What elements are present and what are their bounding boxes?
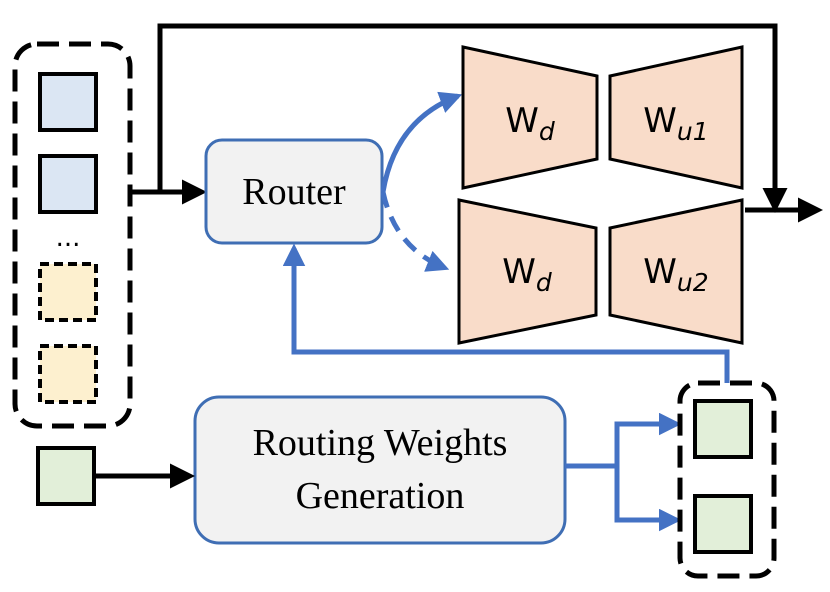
expert-lower-up-label: Wu2 xyxy=(643,252,708,297)
route-arrow-lower xyxy=(380,191,450,272)
expert-lower-down xyxy=(457,198,598,345)
expert-upper-down xyxy=(461,45,599,190)
expert-upper-down-label: Wd xyxy=(505,101,555,146)
weight-green-2 xyxy=(693,494,753,554)
feedback-arrow-to-router xyxy=(282,243,730,383)
routing-weights-box xyxy=(193,395,567,545)
skip-connection xyxy=(157,23,788,213)
router-label: Router xyxy=(242,171,346,213)
token-ellipsis: ... xyxy=(56,223,81,253)
route-arrow-upper xyxy=(380,91,463,193)
token-blue-1 xyxy=(38,72,98,132)
weights-split-line xyxy=(565,412,682,469)
token-yellow-1 xyxy=(38,262,98,322)
routing-weights-label-line1: Routing Weights xyxy=(253,422,508,464)
weights-split-line-lower xyxy=(614,466,682,532)
token-group xyxy=(12,41,133,429)
weights-group xyxy=(677,380,777,579)
token-blue-2 xyxy=(38,154,98,214)
expert-upper-up-label: Wu1 xyxy=(643,101,708,146)
token-yellow-2 xyxy=(38,344,98,404)
expert-lower-up xyxy=(608,198,744,345)
expert-lower-down-label: Wd xyxy=(502,252,552,297)
token-green-input xyxy=(36,446,96,506)
weight-green-1 xyxy=(693,399,753,459)
expert-upper-up xyxy=(608,45,744,190)
routing-weights-label-line2: Generation xyxy=(296,475,465,517)
